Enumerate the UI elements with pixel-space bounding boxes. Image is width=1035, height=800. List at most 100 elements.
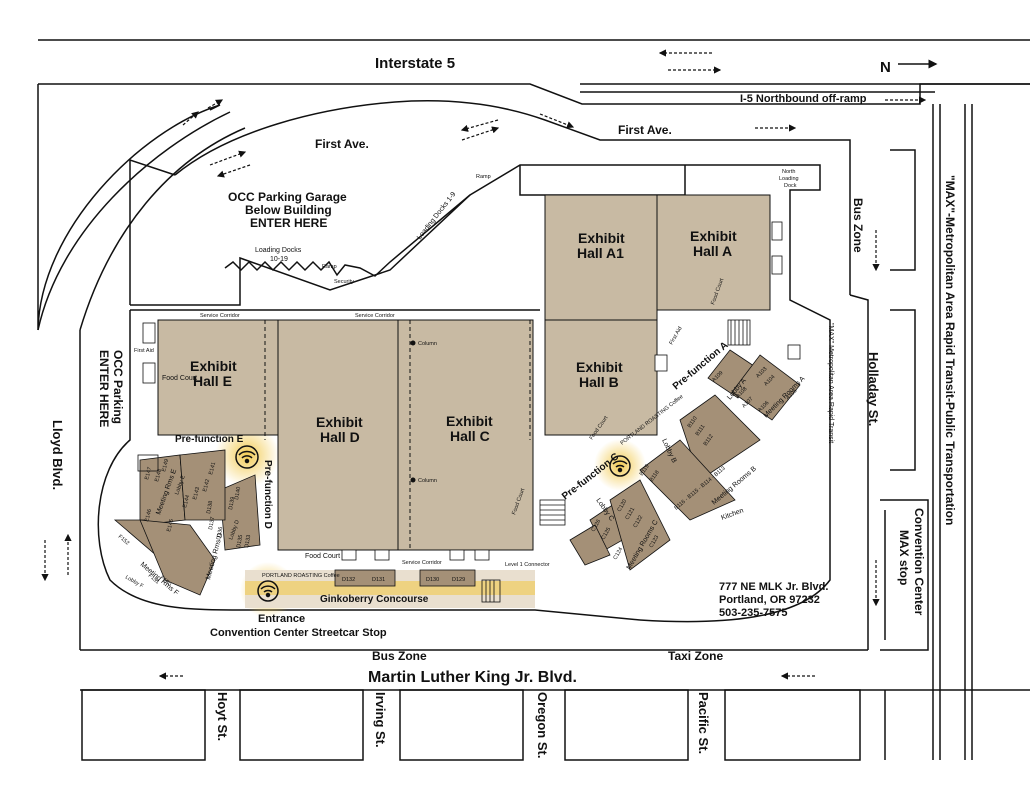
meeting-room-blocks (113, 349, 801, 596)
ramp-top: Ramp (476, 174, 491, 180)
hall-e-line2: Hall E (193, 373, 232, 389)
bus-zone-bottom-label: Bus Zone (372, 649, 427, 663)
room-e141[interactable]: E141 (208, 462, 217, 476)
holladay-label: Holladay St. (866, 352, 881, 426)
garage-line2: Below Building (245, 203, 332, 217)
bus-zone-right-label: Bus Zone (851, 198, 865, 253)
hall-b[interactable] (544, 319, 658, 436)
column-label-2: Column (418, 478, 437, 484)
room-c126[interactable]: C126 (591, 519, 603, 533)
entrance-label: Entrance (258, 613, 305, 625)
room-b111[interactable]: B111 (695, 424, 707, 437)
first-ave-right-label: First Ave. (618, 123, 672, 137)
hall-d-line1: Exhibit (316, 414, 363, 430)
column-label-1: Column (418, 341, 437, 347)
max-stop-line2: MAX stop (897, 530, 911, 585)
room-d140[interactable]: D140 (234, 486, 242, 500)
ramp-bottom: Ramp (322, 264, 337, 270)
room-d138[interactable]: D138 (206, 500, 214, 514)
room-d132[interactable]: D132 (342, 577, 355, 583)
side-parking-line2: ENTER HERE (97, 350, 111, 427)
room-c121[interactable]: C121 (625, 507, 637, 521)
food-court-e: Food Court (162, 375, 197, 382)
kitchen-label: Kitchen (720, 507, 744, 522)
room-e148[interactable]: E148 (154, 469, 163, 483)
ginkoberry-label: Ginkoberry Concourse (320, 594, 429, 605)
exhibit-halls (157, 194, 771, 551)
hall-b-line2: Hall B (579, 374, 619, 390)
room-c125[interactable]: C125 (601, 527, 613, 541)
max-inner-label: "MAX" Metropolitan Area Rapid Transit (827, 323, 834, 443)
hall-a-line1: Exhibit (690, 228, 737, 244)
compass-north: N (880, 59, 891, 76)
hall-c[interactable] (397, 319, 534, 551)
room-e146[interactable]: E146 (144, 509, 153, 523)
room-c124[interactable]: C124 (613, 547, 625, 561)
elevator-icon (142, 221, 801, 561)
offramp-label: I-5 Northbound off-ramp (740, 93, 867, 105)
room-e149[interactable]: E149 (161, 459, 170, 473)
side-parking-line1: OCC Parking (111, 350, 125, 424)
room-e144[interactable]: E144 (182, 495, 191, 509)
north-dock-3: Dock (784, 183, 797, 189)
service-corridor-left: Service Corridor (200, 313, 240, 319)
traffic-arrows (41, 49, 927, 680)
service-corridor-mid: Service Corridor (355, 313, 395, 319)
wifi-icon (235, 445, 631, 602)
first-ave-left-label: First Ave. (315, 137, 369, 151)
room-f152[interactable]: F152 (117, 534, 130, 547)
prefunction-d-label: Pre-function D (262, 460, 273, 529)
room-d131[interactable]: D131 (372, 577, 385, 583)
service-corridor-bottom: Service Corridor (402, 560, 442, 566)
hall-a1-line2: Hall A1 (577, 245, 624, 261)
garage-line3: ENTER HERE (250, 216, 327, 230)
room-e145[interactable]: E145 (166, 519, 175, 533)
room-c123[interactable]: C123 (649, 535, 661, 549)
room-e142[interactable]: E142 (202, 479, 211, 493)
prefunction-e-label: Pre-function E (175, 434, 244, 445)
room-d130[interactable]: D130 (426, 577, 439, 583)
max-line-label: "MAX"-Metropolitan Area Rapid Transit-Pu… (943, 175, 957, 525)
hall-a[interactable] (656, 194, 771, 311)
room-d136[interactable]: D136 (216, 526, 224, 540)
hall-c-line1: Exhibit (446, 413, 493, 429)
first-aid-e: First Aid (134, 348, 154, 354)
address-line2: Portland, OR 97232 (719, 594, 820, 606)
hall-d-line2: Hall D (320, 429, 360, 445)
hall-b-line1: Exhibit (576, 359, 623, 375)
room-e147[interactable]: E147 (144, 467, 153, 481)
room-e143[interactable]: E143 (192, 487, 201, 501)
first-aid-a: First Aid (669, 326, 684, 346)
max-stop-line1: Convention Center (912, 508, 926, 616)
room-d139[interactable]: D139 (228, 496, 236, 510)
mlk-label: Martin Luther King Jr. Blvd. (368, 669, 577, 686)
hall-a1-line1: Exhibit (578, 230, 625, 246)
food-court-bottom: Food Court (305, 553, 340, 560)
road-network (37, 39, 1030, 761)
taxi-zone-label: Taxi Zone (668, 649, 723, 663)
room-d129[interactable]: D129 (452, 577, 465, 583)
hall-e-line1: Exhibit (190, 358, 237, 374)
hall-e[interactable] (157, 319, 279, 436)
irving-label: Irving St. (373, 692, 388, 748)
room-d137[interactable]: D137 (208, 516, 216, 530)
hall-c-line2: Hall C (450, 428, 490, 444)
room-c122[interactable]: C122 (633, 515, 645, 529)
address-line3: 503-235-7575 (719, 607, 788, 619)
address-line1: 777 NE MLK Jr. Blvd. (719, 581, 828, 593)
security-label: Security (334, 279, 354, 285)
stairs-icon (137, 319, 751, 603)
north-dock-2: Loading (779, 176, 799, 182)
oregon-label: Oregon St. (535, 692, 550, 758)
pacific-label: Pacific St. (696, 692, 711, 754)
hall-a-line2: Hall A (693, 243, 732, 259)
lloyd-label: Lloyd Blvd. (50, 420, 65, 490)
room-c120[interactable]: C120 (617, 499, 629, 513)
streetcar-label: Convention Center Streetcar Stop (210, 627, 387, 639)
loading-10-19-a: Loading Docks (255, 247, 302, 254)
hall-d[interactable] (277, 319, 399, 551)
room-d133[interactable]: D133 (244, 534, 252, 548)
level1-connector: Level 1 Connector (505, 562, 550, 568)
room-d135[interactable]: D135 (236, 534, 244, 548)
